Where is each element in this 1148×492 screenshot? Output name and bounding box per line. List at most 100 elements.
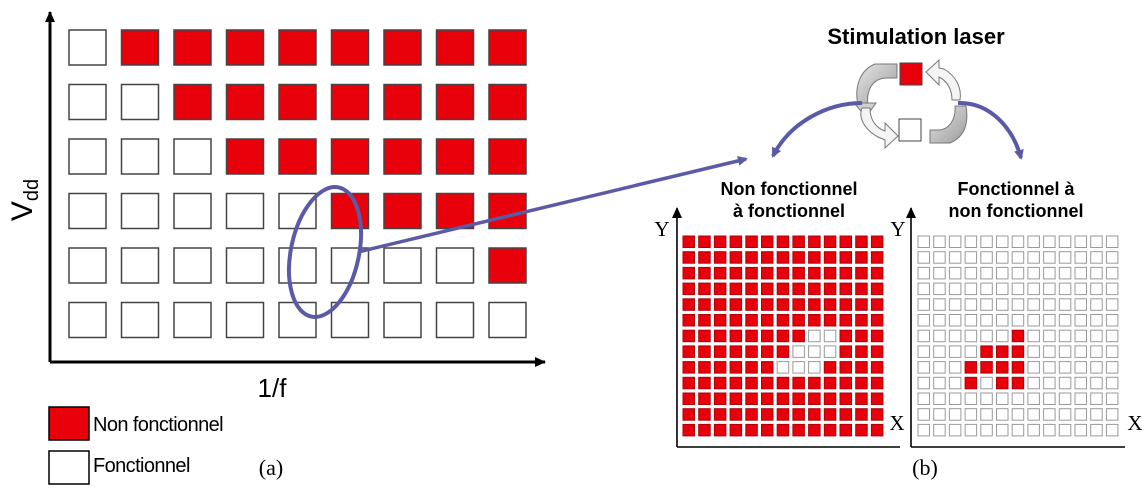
- map-cell-red: [964, 376, 978, 390]
- map-cell-white: [980, 314, 993, 327]
- map-right-title-line2: non fonctionnel: [949, 201, 1084, 221]
- map-cell-red: [823, 266, 837, 280]
- map-cell-red: [776, 266, 790, 280]
- map-cell-red: [682, 408, 695, 421]
- map-cell-white: [1090, 329, 1103, 343]
- map-right-title-line1: Fonctionnel à: [958, 179, 1076, 199]
- map-cell-red: [698, 376, 711, 390]
- map-cell-white: [1074, 235, 1087, 248]
- panel-b: Stimulation laser Non fonctionnel à fonc…: [654, 24, 1142, 480]
- cell-nonfunctional: [435, 83, 475, 121]
- map-cell-white: [1011, 235, 1025, 248]
- map-cell-red: [855, 376, 868, 390]
- map-cell-red: [1011, 376, 1025, 390]
- map-cell-white: [1105, 314, 1119, 327]
- map-cell-white: [933, 298, 946, 311]
- map-cell-white: [792, 361, 805, 374]
- map-cell-red: [682, 376, 695, 390]
- map-cell-red: [870, 423, 884, 437]
- map-cell-red: [682, 392, 695, 405]
- map-cell-white: [964, 251, 978, 264]
- map-cell-red: [713, 423, 727, 437]
- map-cell-red: [682, 298, 695, 311]
- map-cell-white: [1090, 392, 1103, 405]
- map-cell-white: [823, 345, 837, 358]
- map-cell-red: [776, 251, 790, 264]
- map-right-cells: [917, 235, 1119, 437]
- map-cell-white: [917, 376, 930, 390]
- map-cell-white: [1090, 282, 1103, 296]
- map-cell-red: [682, 251, 695, 264]
- map-cell-red: [745, 314, 758, 327]
- map-cell-red: [996, 376, 1009, 390]
- map-cell-red: [729, 298, 743, 311]
- map-cell-white: [1027, 251, 1040, 264]
- map-cell-red: [855, 392, 868, 405]
- map-cell-white: [1027, 266, 1040, 280]
- map-cell-white: [1058, 235, 1072, 248]
- map-cell-white: [1074, 329, 1087, 343]
- map-cell-white: [1105, 408, 1119, 421]
- map-cell-white: [1027, 423, 1040, 437]
- map-cell-white: [1105, 298, 1119, 311]
- map-cell-red: [698, 329, 711, 343]
- map-cell-red: [1011, 361, 1025, 374]
- map-cell-red: [823, 314, 837, 327]
- cell-nonfunctional: [435, 29, 475, 66]
- map-cell-white: [933, 423, 946, 437]
- cell-functional: [120, 83, 160, 121]
- map-cell-red: [729, 266, 743, 280]
- cell-functional: [435, 247, 475, 284]
- map-cell-white: [1027, 314, 1040, 327]
- map-cell-red: [776, 314, 790, 327]
- map-cell-white: [1043, 282, 1056, 296]
- map-cell-red: [761, 251, 774, 264]
- map-cell-red: [713, 408, 727, 421]
- map-cell-red: [729, 329, 743, 343]
- map-cell-white: [1011, 251, 1025, 264]
- map-cell-red: [745, 235, 758, 248]
- map-cell-white: [964, 282, 978, 296]
- map-cell-white: [1090, 376, 1103, 390]
- map-cell-white: [1043, 392, 1056, 405]
- map-cell-white: [1043, 376, 1056, 390]
- cell-functional: [68, 301, 107, 339]
- cycle-arrow-top-right-icon: [925, 58, 961, 101]
- map-cell-white: [917, 408, 930, 421]
- map-cell-red: [698, 361, 711, 374]
- map-cell-white: [964, 392, 978, 405]
- map-cell-red: [980, 345, 993, 358]
- map-cell-red: [713, 282, 727, 296]
- map-cell-red: [761, 392, 774, 405]
- map-cell-white: [1090, 423, 1103, 437]
- map-cell-white: [1074, 314, 1087, 327]
- map-cell-white: [1027, 392, 1040, 405]
- curve-arrow-right: [957, 100, 1024, 160]
- map-left-title-line2: à fonctionnel: [733, 201, 845, 221]
- map-cell-white: [1090, 314, 1103, 327]
- map-cell-red: [855, 329, 868, 343]
- map-cell-red: [823, 408, 837, 421]
- map-cell-white: [808, 329, 821, 343]
- y-axis-label: Vdd: [6, 179, 43, 221]
- cell-nonfunctional: [225, 29, 265, 66]
- map-cell-white: [948, 235, 962, 248]
- map-cell-red: [808, 235, 821, 248]
- map-left-cells: [682, 235, 884, 437]
- map-cell-red: [745, 376, 758, 390]
- map-cell-red: [776, 298, 790, 311]
- map-cell-red: [792, 251, 805, 264]
- map-cell-white: [1105, 345, 1119, 358]
- map-cell-white: [933, 235, 946, 248]
- map-cell-red: [839, 266, 852, 280]
- map-cell-red: [808, 423, 821, 437]
- map-cell-white: [1027, 345, 1040, 358]
- map-cell-white: [776, 361, 790, 374]
- cell-functional: [68, 247, 107, 284]
- cell-nonfunctional: [173, 29, 212, 66]
- map-cell-red: [839, 251, 852, 264]
- cell-functional: [278, 247, 317, 284]
- map-cell-white: [948, 251, 962, 264]
- map-cell-red: [713, 376, 727, 390]
- map-cell-red: [776, 235, 790, 248]
